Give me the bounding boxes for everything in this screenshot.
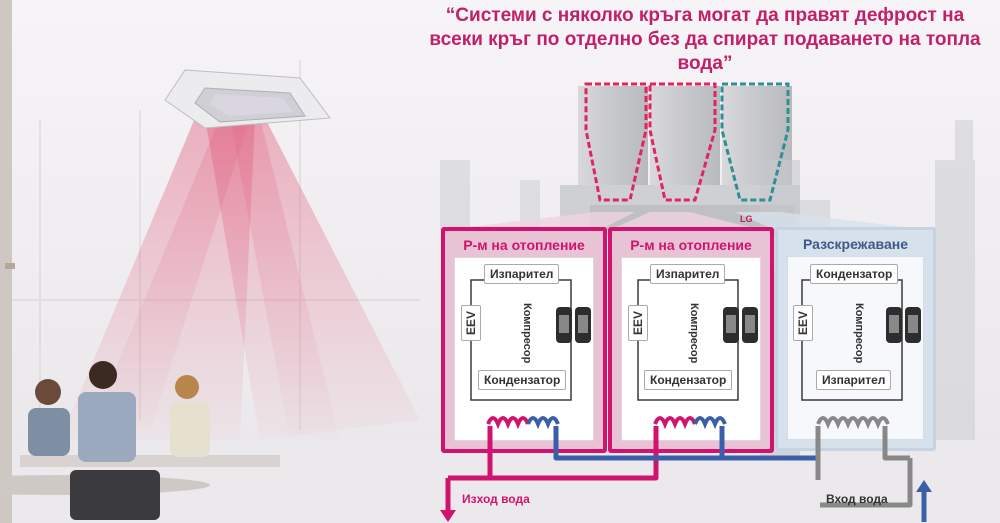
circuit-2-eev-label: EEV: [628, 305, 648, 342]
circuit-3-top-coil-label: Кондензатор: [810, 264, 899, 284]
circuit-3-eev-label: EEV: [793, 305, 813, 342]
headline-line-2: всеки кръг по отделно без да спират пода…: [429, 29, 981, 50]
circuit-2-mode: Р-м на отопление: [630, 237, 752, 253]
warm-air-beams: [60, 118, 420, 440]
headline-line-1: “Системи с няколко кръга могат да правят…: [445, 5, 965, 26]
circuit-2-bottom-coil-label: Кондензатор: [644, 370, 733, 390]
circuit-2-top-coil-label: Изпарител: [650, 264, 726, 284]
headline: “Системи с няколко кръга могат да правят…: [425, 4, 985, 76]
water-outlet-label: Изход вода: [462, 492, 530, 506]
brand-logo: LG: [740, 214, 753, 224]
circuit-3-mode: Разскрежаване: [803, 236, 908, 252]
circuit-3-compressor-label: Компресор: [853, 303, 865, 364]
circuit-1-eev-label: EEV: [461, 305, 481, 342]
door-frame: [0, 0, 12, 523]
headline-line-3: вода”: [677, 53, 733, 74]
unit-highlight-1: [584, 82, 648, 202]
connector-3: [735, 212, 930, 230]
unit-highlight-3: [720, 82, 790, 202]
ceiling-cassette-unit: [164, 69, 331, 129]
circuit-1-top-coil-label: Изпарител: [484, 264, 560, 284]
door-handle: [5, 263, 15, 269]
circuit-1-mode: Р-м на отопление: [463, 237, 585, 253]
circuit-2-compressor-label: Компресор: [688, 303, 700, 364]
unit-highlight-2: [648, 82, 717, 202]
water-inlet-label: Вход вода: [826, 492, 888, 506]
office-people: [0, 361, 280, 520]
connector-1: [445, 212, 635, 230]
connector-2: [610, 212, 760, 230]
circuit-1-bottom-coil-label: Кондензатор: [478, 370, 567, 390]
circuit-1-compressor-label: Компресор: [521, 303, 533, 364]
circuit-3-bottom-coil-label: Изпарител: [816, 370, 892, 390]
